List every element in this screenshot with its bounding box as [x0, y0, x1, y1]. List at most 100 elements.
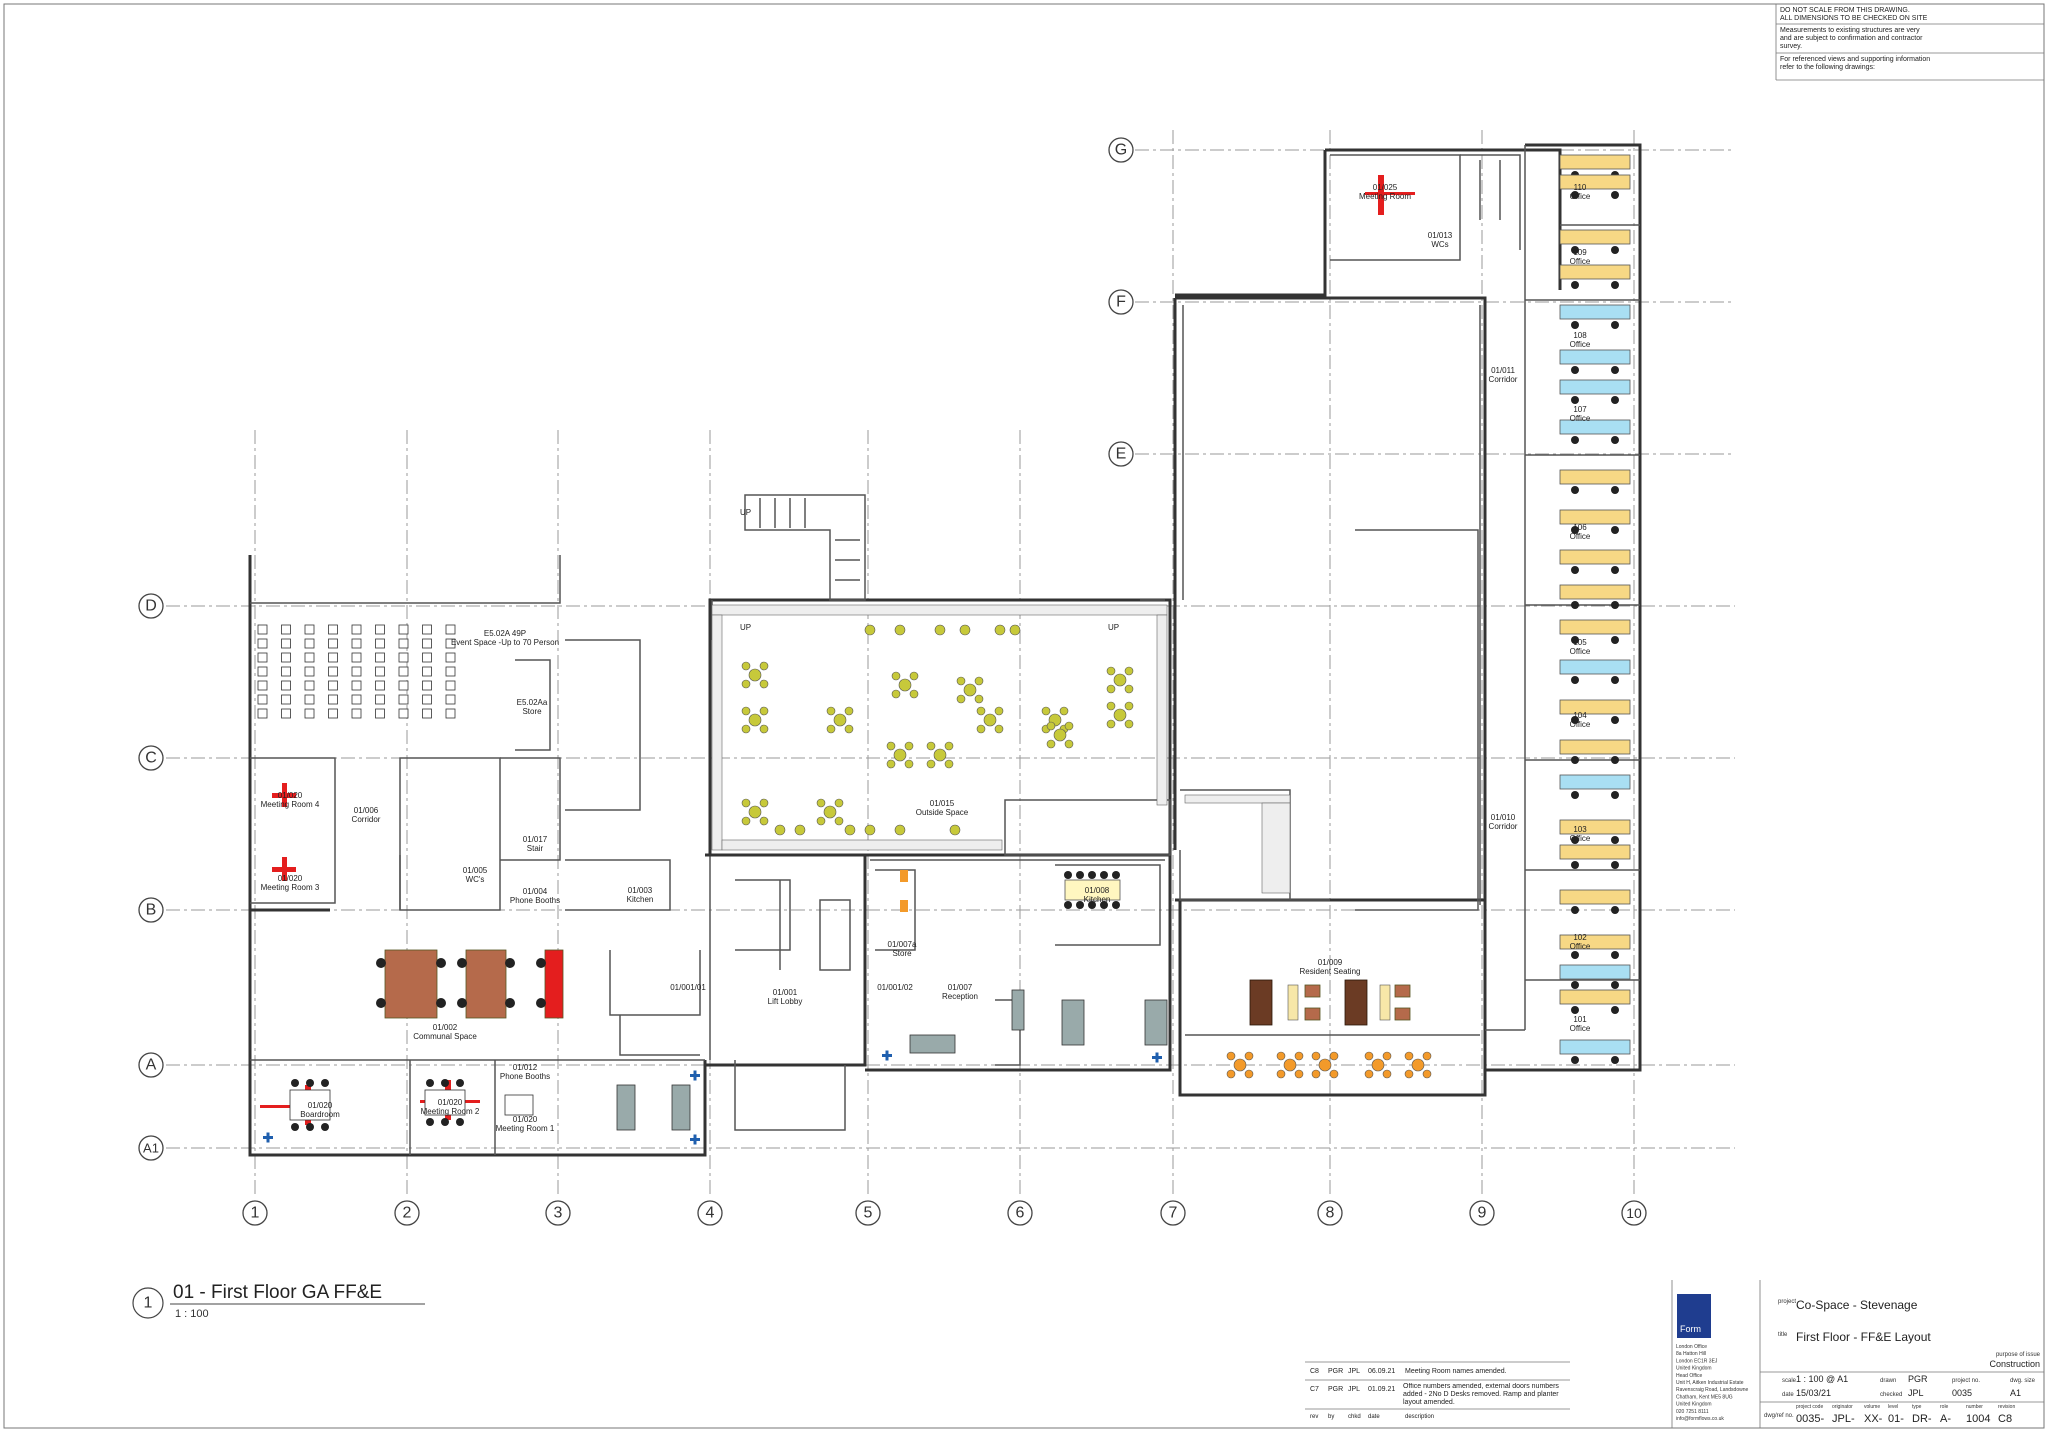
- office-chair: [1611, 396, 1619, 404]
- event-chair: [281, 680, 291, 691]
- cafe-chair: [926, 759, 936, 769]
- office-chair: [1611, 1006, 1619, 1014]
- reception-furniture: [616, 989, 1168, 1131]
- code-value: 0035-: [1796, 1413, 1824, 1425]
- office-chair: [1571, 526, 1579, 534]
- svg-text:06.09.21: 06.09.21: [1368, 1368, 1395, 1375]
- cafe-chair: [1276, 1051, 1286, 1061]
- cafe-chair: [1329, 1069, 1339, 1079]
- office-chair: [1571, 951, 1579, 959]
- kitchen-008-furniture: [900, 870, 1121, 912]
- office-desk: [1559, 619, 1631, 635]
- office-chair: [1571, 486, 1579, 494]
- event-chair: [398, 708, 409, 719]
- event-chair: [351, 624, 362, 635]
- event-chair: [445, 638, 456, 649]
- event-chair: [351, 694, 362, 705]
- event-chair: [375, 666, 385, 677]
- resident-cafe-tables: [1226, 1051, 1432, 1079]
- office-chair: [1571, 366, 1579, 374]
- office-desk: [1559, 1039, 1631, 1055]
- company-logo: [1677, 1294, 1711, 1338]
- cafe-chair: [759, 816, 769, 826]
- event-chair: [304, 666, 315, 677]
- cafe-chair: [894, 624, 906, 636]
- cafe-chair: [886, 759, 896, 769]
- event-chair: [422, 680, 432, 691]
- cafe-table: [1283, 1058, 1297, 1072]
- office-chair: [1611, 566, 1619, 574]
- cafe-chair: [1382, 1069, 1392, 1079]
- project-name: Co-Space - Stevenage: [1796, 1298, 1918, 1312]
- code-value: A-: [1940, 1413, 1951, 1425]
- event-chair: [422, 694, 432, 705]
- office-desk: [1559, 174, 1631, 190]
- svg-text:A1: A1: [143, 1141, 159, 1156]
- grid-bubble-7: 7: [1160, 1200, 1186, 1226]
- office-chair: [1571, 676, 1579, 684]
- svg-text:C7: C7: [1310, 1386, 1319, 1393]
- cafe-chair: [1124, 719, 1134, 729]
- cafe-chair: [1106, 684, 1116, 694]
- office-chair: [1571, 281, 1579, 289]
- cafe-chair: [1009, 624, 1021, 636]
- scale-value: 1 : 100 @ A1: [1796, 1374, 1848, 1384]
- cafe-chair: [774, 824, 786, 836]
- svg-text:dwg/ref no.: dwg/ref no.: [1764, 1413, 1794, 1419]
- address-line: info@formflows.co.uk: [1676, 1416, 1724, 1422]
- accessibility-marker-icon: [882, 1050, 892, 1061]
- grid-bubble-g: G: [1108, 137, 1134, 163]
- cafe-chair: [944, 759, 954, 769]
- event-chair: [398, 680, 409, 691]
- cafe-chair: [1106, 701, 1116, 711]
- svg-text:9: 9: [1478, 1205, 1487, 1222]
- svg-text:E: E: [1116, 446, 1127, 463]
- cafe-chair: [1124, 701, 1134, 711]
- event-chair: [304, 624, 315, 635]
- cafe-chair: [956, 694, 966, 704]
- grid-bubble-f: F: [1108, 289, 1134, 315]
- office-chair: [1571, 1056, 1579, 1064]
- cafe-chair: [741, 661, 751, 671]
- office-chair: [1611, 906, 1619, 914]
- cafe-chair: [949, 824, 961, 836]
- office-chair: [1571, 716, 1579, 724]
- marker-icons: [263, 1050, 1162, 1145]
- cafe-chair: [759, 706, 769, 716]
- stair-up-label: UP: [1108, 623, 1119, 632]
- event-chair: [422, 652, 432, 663]
- cafe-chair: [909, 689, 919, 699]
- office-desk: [1559, 699, 1631, 715]
- office-chair: [1611, 366, 1619, 374]
- office-chair: [1611, 756, 1619, 764]
- cafe-table: [963, 683, 977, 697]
- cafe-chair: [1276, 1069, 1286, 1079]
- svg-text:checked: checked: [1880, 1392, 1902, 1398]
- cafe-chair: [994, 624, 1006, 636]
- svg-text:10: 10: [1626, 1205, 1642, 1221]
- cafe-chair: [886, 741, 896, 751]
- office-chair: [1611, 526, 1619, 534]
- event-chair: [281, 666, 291, 677]
- event-chair: [304, 652, 315, 663]
- grid-bubble-9: 9: [1469, 1200, 1495, 1226]
- cafe-chair: [1422, 1051, 1432, 1061]
- address-line: London EC1R 3EJ: [1676, 1358, 1718, 1364]
- cafe-chair: [1106, 666, 1116, 676]
- office-desk: [1559, 549, 1631, 565]
- cafe-chair: [1124, 666, 1134, 676]
- cafe-chair: [816, 816, 826, 826]
- cafe-chair: [759, 679, 769, 689]
- svg-text:A1: A1: [2010, 1388, 2021, 1398]
- cafe-chair: [1422, 1069, 1432, 1079]
